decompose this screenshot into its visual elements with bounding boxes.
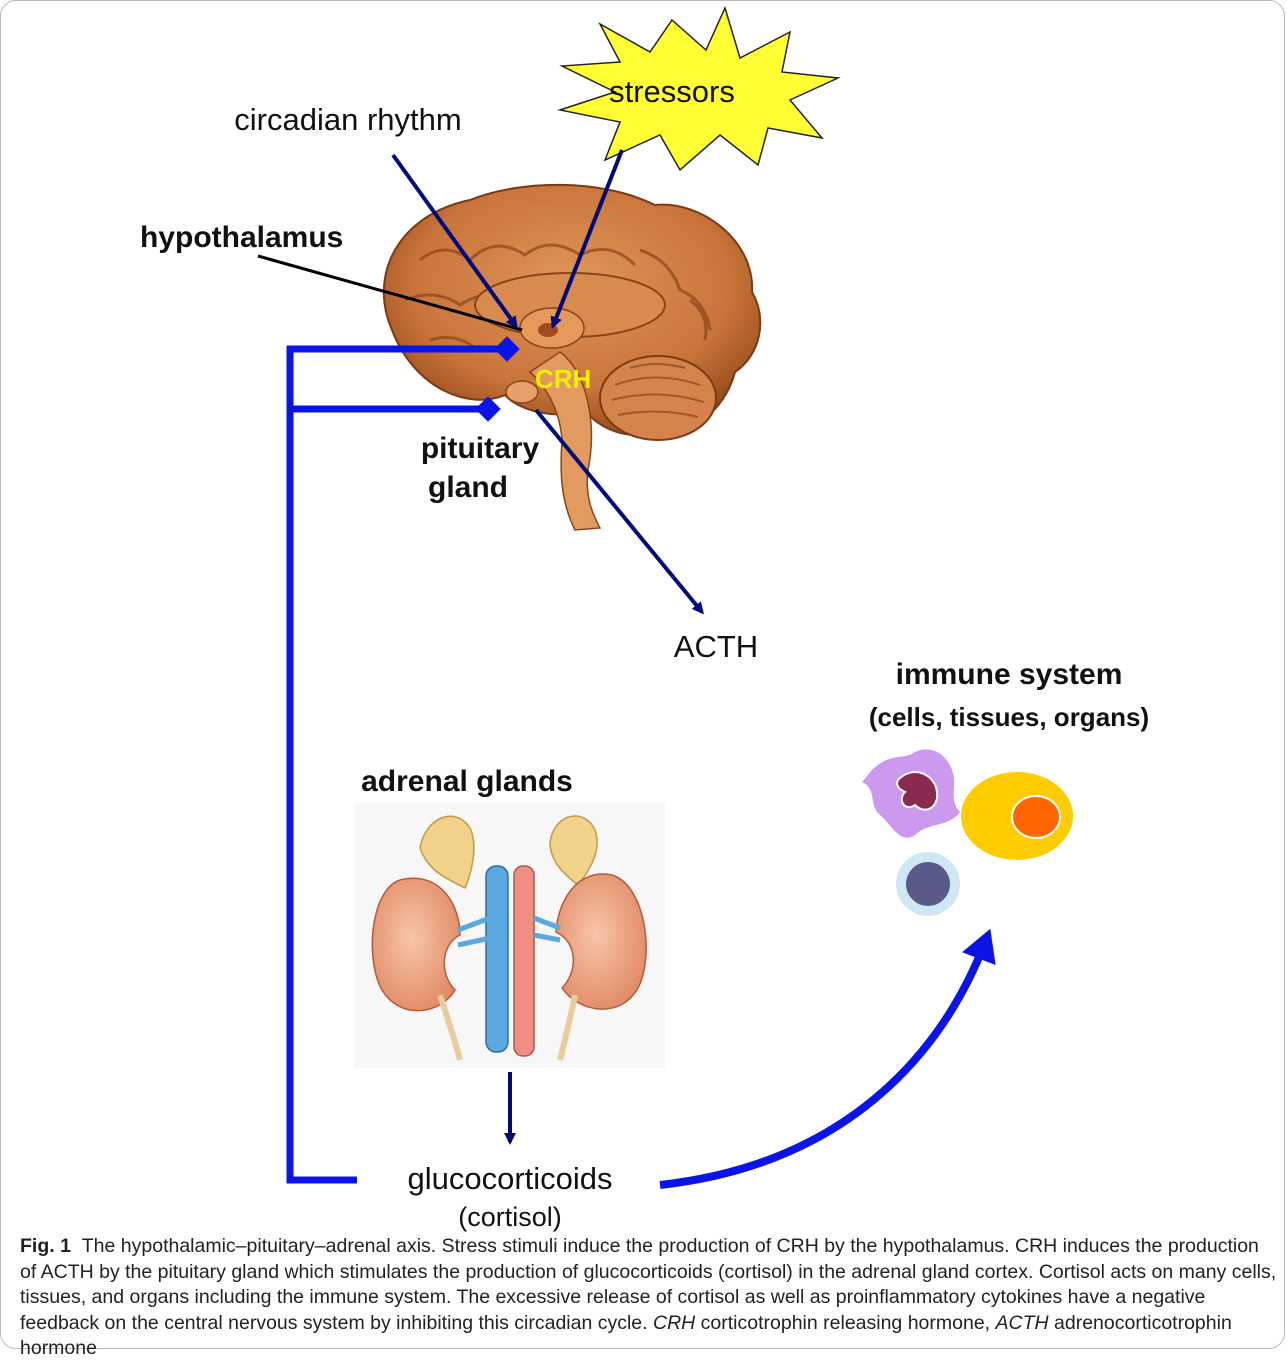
figure-number: Fig. 1 xyxy=(20,1235,71,1257)
right-kidney xyxy=(556,874,646,1009)
pituitary-body xyxy=(506,381,538,403)
circadian-rhythm-label: circadian rhythm xyxy=(234,102,461,137)
acth-label: ACTH xyxy=(674,629,758,664)
left-kidney xyxy=(372,878,460,1010)
immune-system-title: immune system xyxy=(896,658,1123,691)
large-cell-nucleus xyxy=(1012,796,1060,838)
adrenal-glands-label: adrenal glands xyxy=(361,765,573,798)
stressors-burst: stressors xyxy=(560,8,838,170)
pituitary-label-line2: gland xyxy=(428,471,508,504)
hypothalamus-label: hypothalamus xyxy=(140,221,343,254)
crh-label: CRH xyxy=(535,364,591,394)
aorta xyxy=(514,866,534,1056)
def-crh: corticotrophin releasing hormone, xyxy=(701,1312,990,1334)
abbr-crh: CRH xyxy=(653,1312,695,1334)
immune-system-subtitle: (cells, tissues, organs) xyxy=(869,702,1149,732)
cortisol-to-immune-arrow xyxy=(660,940,986,1185)
abbr-acth: ACTH xyxy=(996,1312,1049,1334)
cortisol-label: (cortisol) xyxy=(458,1202,562,1232)
lymphocyte-nucleus xyxy=(906,862,950,906)
stressors-label: stressors xyxy=(609,74,735,109)
vena-cava xyxy=(486,866,508,1052)
figure-caption: Fig. 1 The hypothalamic–pituitary–adrena… xyxy=(20,1234,1280,1362)
pituitary-label-line1: pituitary xyxy=(421,432,540,465)
immune-cells xyxy=(862,749,1073,916)
acth-arrow xyxy=(536,410,702,612)
kidneys-illustration xyxy=(355,803,665,1068)
glucocorticoids-label: glucocorticoids xyxy=(407,1161,612,1196)
